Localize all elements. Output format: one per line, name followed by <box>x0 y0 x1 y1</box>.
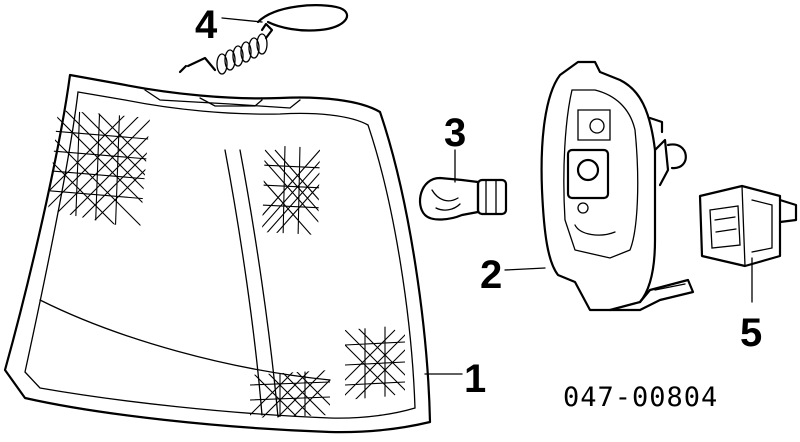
leader-4 <box>221 17 263 23</box>
lamp-lens <box>3 73 432 434</box>
connector <box>698 184 798 268</box>
callout-2: 2 <box>480 253 502 297</box>
part-number: 047-00804 <box>563 382 718 413</box>
lens-hatch-upper-left <box>48 110 150 230</box>
leader-lines <box>221 17 753 375</box>
bulb-holder <box>540 60 695 312</box>
callout-3: 3 <box>444 111 466 155</box>
callout-1: 1 <box>464 357 486 401</box>
spring-coils <box>216 33 268 75</box>
spring <box>178 4 348 75</box>
lens-hatch-upper-right <box>262 145 320 235</box>
lens-hatch-bottom-right <box>345 325 405 400</box>
bulb <box>418 176 508 221</box>
leader-2 <box>504 267 546 271</box>
lens-hatch-bottom-left <box>250 370 330 418</box>
callout-4: 4 <box>195 3 218 47</box>
callout-5: 5 <box>740 311 762 355</box>
